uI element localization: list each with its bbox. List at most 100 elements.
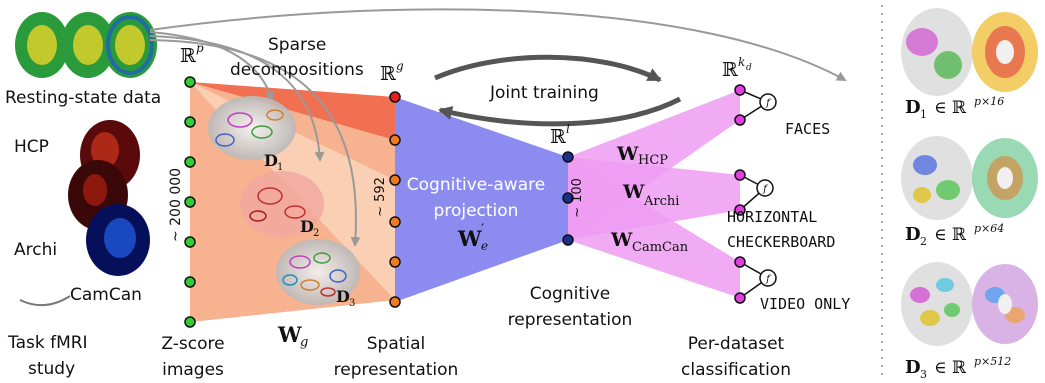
joint-training-arrows: [434, 54, 682, 127]
latent-nodes: [562, 151, 574, 246]
dict-d1-sup: p×16: [974, 95, 1004, 108]
dict-d1-space: ∈ ℝ: [934, 98, 967, 118]
head-camcan: [568, 157, 740, 298]
dim-voxels: ~ 200 000: [168, 168, 184, 242]
projection-line1: Cognitive-aware: [407, 175, 545, 195]
space-rg-base: ℝ: [380, 63, 396, 85]
d2-label: D 2: [300, 217, 319, 239]
dim-latent: ~ 100: [570, 178, 585, 218]
task-fmri-label: Task fMRI: [7, 333, 88, 353]
dict-d3-sub: 3: [920, 368, 927, 381]
d1-label-sub: 1: [277, 162, 283, 173]
dict-d1-sub: 1: [920, 108, 927, 121]
space-rg: ℝ g: [380, 59, 404, 85]
dict-d3-space: ∈ ℝ: [934, 358, 967, 378]
d2-label-base: D: [300, 217, 314, 236]
output-horizontal: HORIZONTAL: [727, 208, 817, 226]
space-rg-sup: g: [396, 59, 404, 73]
projection-symbol: W ′ e: [457, 222, 488, 253]
spatial-label-line2: representation: [334, 360, 459, 380]
spatial-nodes: [389, 91, 401, 308]
space-rl-sup: l: [566, 122, 570, 136]
head-hcp-label: W HCP: [616, 143, 668, 168]
cognitive-label-line1: Cognitive: [530, 284, 610, 304]
output-checkerboard: CHECKERBOARD: [727, 233, 835, 251]
space-rk-base: ℝ: [722, 59, 738, 81]
spatial-label-line1: Spatial: [367, 334, 426, 354]
head-archi-sub: Archi: [643, 194, 679, 209]
wg-sub: g: [300, 335, 308, 350]
resting-state-brain-maps: [15, 12, 157, 78]
head-archi-symbol: W: [622, 181, 645, 203]
brain-d1: [208, 96, 296, 160]
projection-line2: projection: [434, 201, 519, 221]
classification-label-line1: Per-dataset: [688, 334, 785, 354]
output-faces: FACES: [785, 120, 830, 138]
dict-d3-sup: p×512: [974, 355, 1011, 368]
head-hcp-sub: HCP: [638, 153, 668, 168]
wg-symbol: W: [277, 322, 302, 347]
sparse-label-line2: decompositions: [230, 60, 364, 80]
zscore-label-line2: images: [162, 360, 224, 380]
joint-training-label: Joint training: [489, 83, 599, 103]
space-rk: ℝ k d: [722, 55, 752, 81]
brain-d3: [276, 239, 360, 305]
space-rk-sub: d: [746, 63, 752, 73]
d1-label: D 1: [264, 151, 283, 173]
dict-d1-base: D: [905, 97, 921, 118]
neuron-f-horizontal: f: [762, 184, 769, 195]
neuron-labels: f f f: [762, 98, 772, 285]
space-rp-sup: p: [196, 41, 204, 55]
head-camcan-label: W CamCan: [610, 229, 689, 255]
input-nodes: [184, 76, 196, 328]
wg-label: W g: [277, 322, 308, 350]
neuron-f-faces: f: [765, 98, 772, 109]
camcan-label: CamCan: [70, 285, 142, 305]
projection-symbol-prime: ′: [481, 222, 484, 238]
neuron-f-video: f: [765, 274, 772, 285]
space-rk-sup: k: [738, 55, 745, 69]
cognitive-label-line2: representation: [508, 310, 633, 330]
task-brace: [19, 295, 71, 307]
output-video-only: VIDEO ONLY: [760, 295, 850, 313]
study-label: study: [28, 359, 75, 379]
head-camcan-symbol: W: [610, 229, 633, 251]
dict-d2-sub: 2: [920, 235, 927, 248]
dictionary-d1-maps: [901, 8, 1038, 96]
sparse-label-line1: Sparse: [268, 35, 326, 55]
archi-label: Archi: [14, 240, 57, 260]
dictionary-d2-caption: D 2 ∈ ℝ p×64: [905, 222, 1004, 248]
space-rp-base: ℝ: [180, 45, 196, 67]
dict-d2-base: D: [905, 224, 921, 245]
dim-spatial: ~ 592: [373, 177, 388, 217]
dictionary-d3-caption: D 3 ∈ ℝ p×512: [905, 355, 1011, 381]
dictionary-d3-maps: [901, 262, 1038, 346]
head-archi-label: W Archi: [622, 181, 679, 209]
projection-symbol-sub: e: [481, 239, 488, 253]
dict-d2-space: ∈ ℝ: [934, 225, 967, 245]
dictionary-d2-maps: [901, 136, 1038, 220]
space-rp: ℝ p: [180, 41, 204, 67]
d2-label-sub: 2: [313, 228, 319, 239]
d3-label: D 3: [336, 287, 355, 309]
task-fmri-brain-maps: [68, 120, 150, 276]
dict-d3-base: D: [905, 357, 921, 378]
d1-label-base: D: [264, 151, 278, 170]
hcp-label: HCP: [14, 137, 49, 157]
classifier-neurons: [756, 93, 777, 287]
space-rl: ℝ l: [550, 122, 570, 148]
dict-d2-sup: p×64: [974, 222, 1004, 235]
output-nodes: [734, 84, 746, 304]
head-camcan-sub: CamCan: [632, 240, 689, 255]
zscore-label-line1: Z-score: [161, 334, 224, 354]
head-hcp-symbol: W: [616, 143, 639, 165]
d3-label-sub: 3: [349, 298, 355, 309]
d3-label-base: D: [336, 287, 350, 306]
projection-symbol-w: W: [457, 226, 482, 251]
brain-d2: [240, 171, 324, 237]
space-rl-base: ℝ: [550, 126, 566, 148]
classification-label-line2: classification: [681, 360, 791, 380]
resting-state-label: Resting-state data: [5, 88, 161, 108]
dictionary-d1-caption: D 1 ∈ ℝ p×16: [905, 95, 1004, 121]
